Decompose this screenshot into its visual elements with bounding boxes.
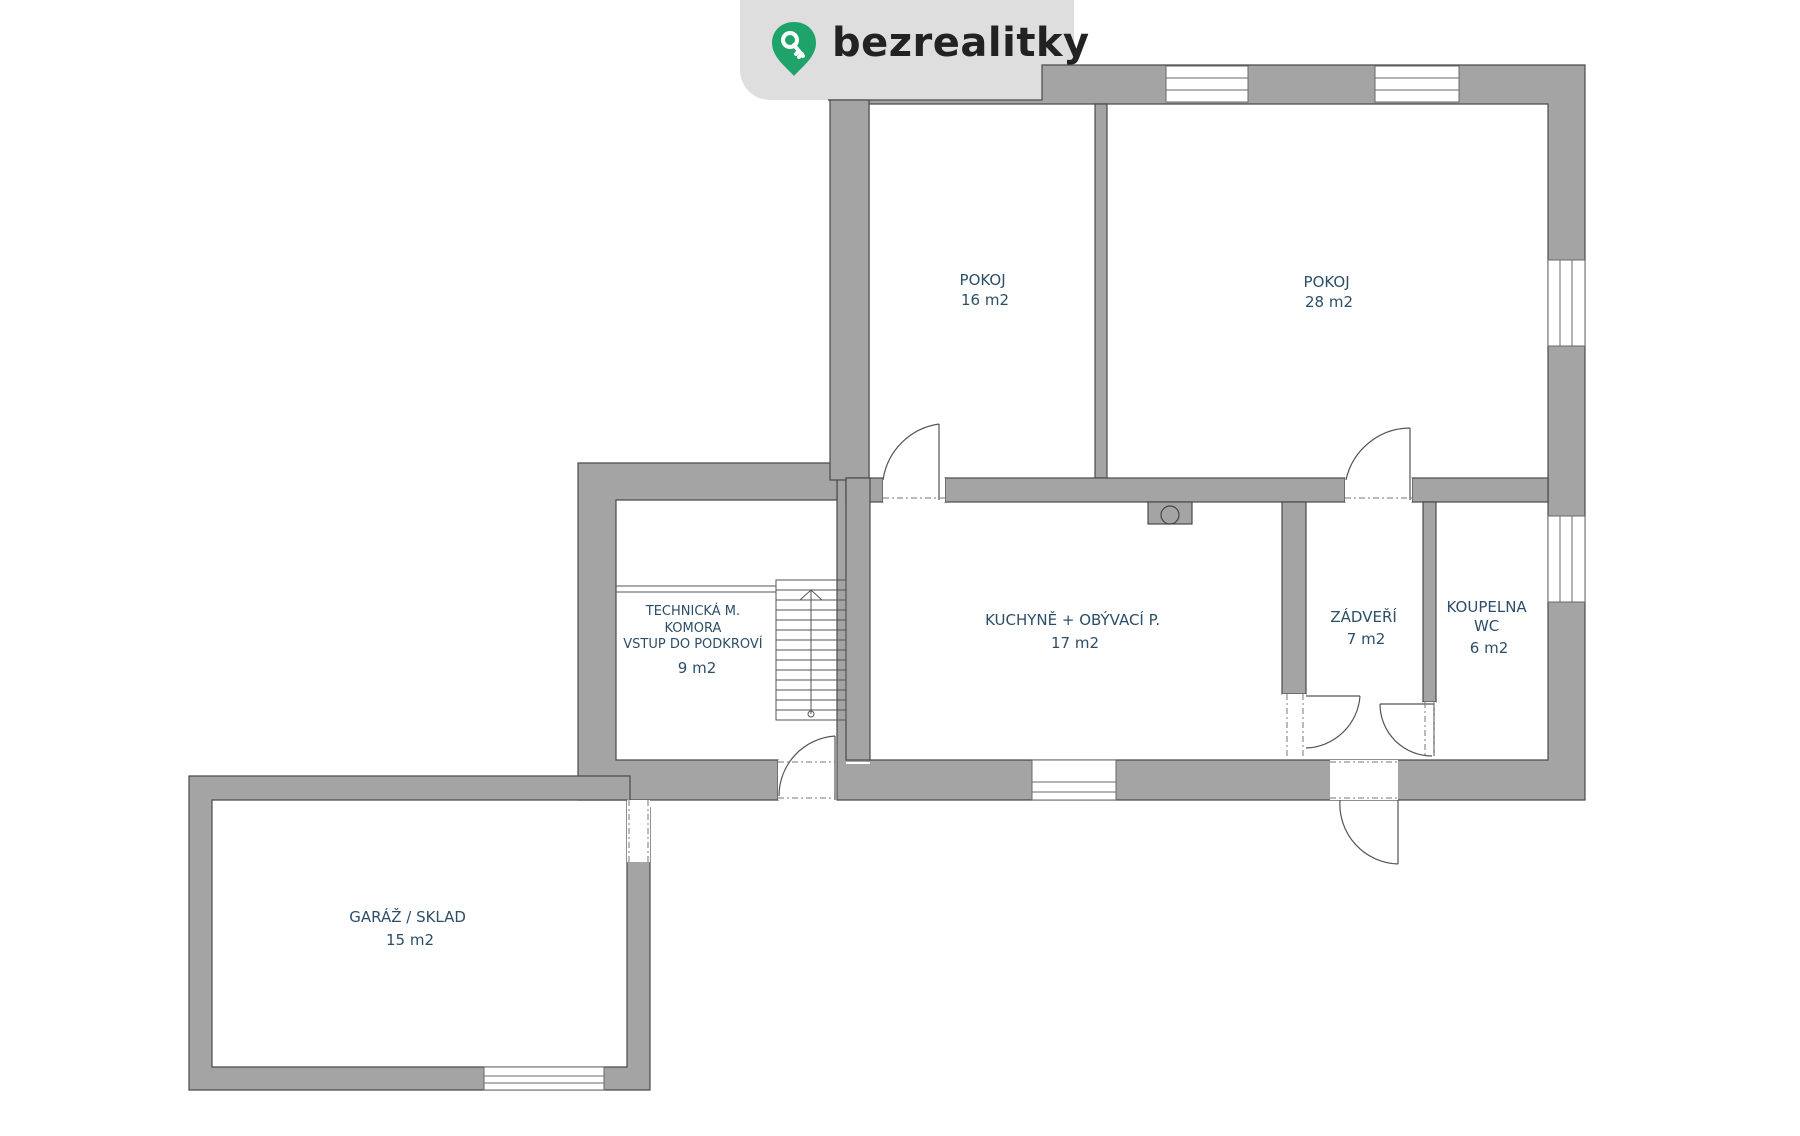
wall-bath-top: [1411, 477, 1549, 503]
window-top-2: [1374, 65, 1460, 103]
door-opening-bath: [1423, 702, 1436, 758]
door-opening-garage: [627, 800, 650, 862]
room-label-garaz: GARÁŽ / SKLAD 15 m2: [349, 907, 470, 949]
doors: [628, 423, 1435, 865]
key-pin-icon: [772, 22, 816, 76]
door-swing-tech: [778, 735, 836, 800]
wall-rooms-kitchen: [944, 477, 1346, 503]
door-swing-entry: [1339, 799, 1399, 865]
garage-window: [483, 1066, 605, 1091]
stairs: [616, 579, 847, 721]
room-label-zadveri: ZÁDVEŘÍ 7 m2: [1330, 607, 1401, 648]
room-label-pokoj-16: POKOJ 16 m2: [960, 271, 1011, 309]
chimney-flue: [1160, 505, 1180, 525]
wall-zadveri-bath: [1422, 501, 1437, 703]
wall-kitchen-zadveri: [1281, 501, 1307, 695]
window-right-2: [1547, 515, 1586, 603]
window-right-1: [1547, 259, 1586, 347]
door-opening-kitchen: [1282, 694, 1306, 758]
door-opening-tech: [778, 760, 835, 800]
brand-name: bezrealitky: [832, 20, 1090, 66]
door-swing-pokoj28: [1345, 427, 1411, 500]
chimney: [1147, 501, 1193, 525]
main-outer-wall: [827, 64, 1586, 801]
door-garage-frame: [628, 800, 649, 862]
upper-left-wall: [829, 99, 870, 481]
room-labels: POKOJ 16 m2 POKOJ 28 m2 KUCHYNĚ + OBÝVAC…: [349, 271, 1532, 949]
room-label-kuchyne: KUCHYNĚ + OBÝVACÍ P. 17 m2: [985, 610, 1165, 652]
window-bottom: [1031, 759, 1117, 801]
walls: [188, 64, 1586, 1091]
door-swing-kitchen: [1305, 695, 1361, 749]
room-label-pokoj-28: POKOJ 28 m2: [1304, 273, 1355, 311]
window-top-1: [1165, 65, 1249, 103]
door-opening-entry: [1330, 760, 1398, 800]
wall-tech-kitchen: [845, 477, 871, 761]
openings: [483, 65, 1586, 1091]
room-label-technicka: TECHNICKÁ M. KOMORA VSTUP DO PODKROVÍ 9 …: [623, 603, 766, 677]
room-label-koupelna: KOUPELNA WC 6 m2: [1447, 598, 1532, 657]
door-swing-pokoj16: [882, 423, 940, 500]
wall-between-rooms: [1094, 103, 1108, 479]
